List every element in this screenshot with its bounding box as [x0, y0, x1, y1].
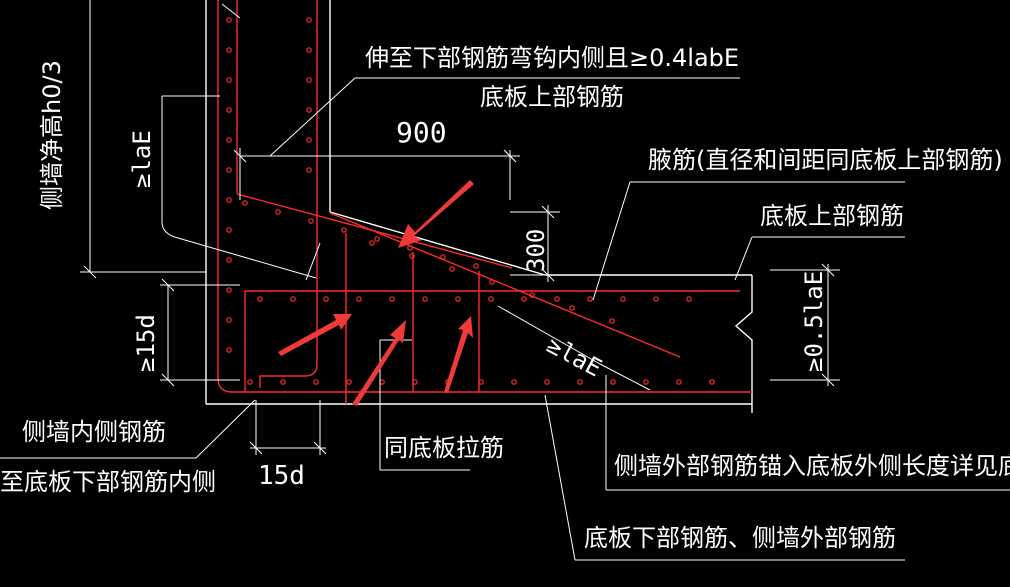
rebar-dot	[306, 17, 312, 23]
rebar-dot	[247, 379, 253, 385]
rebar-dot	[306, 47, 312, 53]
rebar-dot	[226, 17, 232, 23]
rebar-dot	[346, 379, 352, 385]
wall-inner-bar	[259, 0, 318, 388]
label-to-bottom-inner: 至底板下部钢筋内侧	[0, 468, 216, 496]
rebar-dots	[226, 17, 715, 385]
rebar-dot	[609, 318, 615, 324]
arrow-icon	[352, 320, 406, 406]
rebar-dot	[306, 167, 312, 173]
label-slab-top-2: 底板上部钢筋	[760, 202, 904, 230]
rebar-dot	[473, 263, 479, 269]
rebar-lines	[217, 0, 752, 404]
rebar-dot	[323, 296, 329, 302]
rebar-dot	[226, 347, 232, 353]
rebar-dot	[412, 379, 418, 385]
arrow-icon	[278, 314, 352, 356]
rebar-dot	[569, 305, 575, 311]
rebar-dot	[226, 227, 232, 233]
rebar-dot	[306, 107, 312, 113]
label-wall-height: 侧墙净高h0/3	[38, 60, 66, 210]
rebar-dot	[422, 296, 428, 302]
rebar-dot	[620, 296, 626, 302]
rebar-dot	[306, 77, 312, 83]
label-wall-outer-anchor: 侧墙外部钢筋锚入底板外侧长度详见底板配筋图	[614, 452, 1010, 480]
rebar-dot	[226, 137, 232, 143]
annotation-labels: 伸至下部钢筋弯钩内侧且≥0.4labE 底板上部钢筋 腋筋(直径和间距同底板上部…	[0, 44, 1010, 552]
rebar-dot	[587, 296, 593, 302]
dim-15d-vertical: ≥15d	[132, 314, 160, 372]
rebar-dot	[226, 257, 232, 263]
highlight-arrows	[278, 180, 474, 406]
rebar-dot	[226, 317, 232, 323]
rebar-dot	[449, 266, 455, 272]
rebar-dot	[226, 197, 232, 203]
rebar-dot	[488, 296, 494, 302]
rebar-dot	[226, 287, 232, 293]
concrete-outline	[205, 0, 753, 413]
rebar-dot	[521, 296, 527, 302]
label-slab-bottom-wall-outer: 底板下部钢筋、侧墙外部钢筋	[584, 524, 896, 552]
rebar-dot	[275, 209, 281, 215]
rebar-dot	[478, 379, 484, 385]
rebar-dot	[242, 200, 248, 206]
rebar-dot	[709, 379, 715, 385]
rebar-dot	[369, 240, 375, 246]
label-same-as-tie: 同底板拉筋	[384, 434, 504, 462]
dim-lae-slope: ≥laE	[542, 331, 606, 383]
rebar-dot	[577, 379, 583, 385]
rebar-dot	[341, 227, 347, 233]
rebar-dot	[610, 379, 616, 385]
label-haunch-bar: 腋筋(直径和间距同底板上部钢筋)	[648, 146, 1003, 174]
rebar-dot	[306, 137, 312, 143]
label-extend-to-bottom: 伸至下部钢筋弯钩内侧且≥0.4labE	[365, 44, 739, 72]
rebar-dot	[313, 379, 319, 385]
rebar-dot	[226, 107, 232, 113]
rebar-dot	[544, 379, 550, 385]
rebar-dot	[676, 379, 682, 385]
rebar-dot	[280, 379, 286, 385]
label-slab-top-1: 底板上部钢筋	[480, 83, 624, 111]
rebar-dot	[489, 279, 495, 285]
rebar-dot	[554, 296, 560, 302]
rebar-dot	[440, 254, 446, 260]
dim-300: 300	[522, 229, 550, 272]
rebar-dot	[407, 245, 413, 251]
leader-lines	[0, 0, 1010, 561]
rebar-dot	[389, 296, 395, 302]
haunch-bar	[329, 212, 681, 358]
rebar-dot	[226, 47, 232, 53]
rebar-dot	[529, 292, 535, 298]
rebar-dot	[374, 236, 380, 242]
dim-half-lae: ≥0.5laE	[800, 271, 828, 372]
dim-15d-horizontal: 15d	[258, 461, 305, 491]
rebar-dot	[686, 296, 692, 302]
dim-lae-left: ≥laE	[128, 130, 156, 188]
rebar-dot	[257, 296, 263, 302]
rebar-dot	[511, 379, 517, 385]
rebar-dot	[653, 296, 659, 302]
rebar-dot	[455, 296, 461, 302]
arrow-icon	[444, 316, 473, 393]
rebar-dot	[290, 296, 296, 302]
arrow-icon	[398, 180, 474, 248]
wall-outer-bar	[217, 0, 752, 393]
rebar-dot	[409, 253, 415, 259]
rebar-dot	[356, 296, 362, 302]
rebar-dot	[643, 379, 649, 385]
rebar-dot	[226, 167, 232, 173]
rebar-dot	[308, 218, 314, 224]
rebar-dot	[226, 77, 232, 83]
dim-900: 900	[396, 116, 447, 149]
label-wall-inner: 侧墙内侧钢筋	[22, 418, 166, 446]
